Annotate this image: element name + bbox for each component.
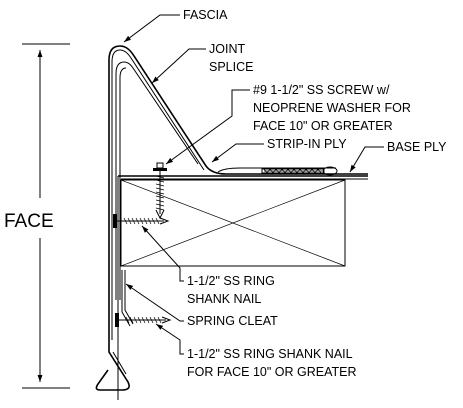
base-ply — [118, 175, 368, 180]
label-base-ply: BASE PLY — [387, 140, 447, 154]
joint-splice — [115, 61, 199, 300]
label-ring-nail-2: SHANK NAIL — [187, 292, 261, 306]
label-ring-nail-10-2: FOR FACE 10" OR GREATER — [187, 365, 357, 379]
label-spring-cleat: SPRING CLEAT — [187, 314, 278, 328]
label-strip-in-ply: STRIP-IN PLY — [267, 137, 347, 151]
ring-shank-nail-upper — [113, 214, 170, 228]
wood-blocking — [120, 179, 346, 267]
leader-lines — [123, 14, 384, 355]
ss-screw — [153, 162, 167, 220]
ring-shank-nail-lower — [115, 313, 172, 327]
label-screw-2: NEOPRENE WASHER FOR — [253, 101, 411, 115]
label-ring-nail-1: 1-1/2" SS RING — [187, 274, 275, 288]
label-screw-1: #9 1-1/2" SS SCREW w/ — [253, 83, 390, 97]
callout-labels: FASCIA JOINT SPLICE #9 1-1/2" SS SCREW w… — [183, 8, 447, 379]
face-label: FACE — [4, 211, 54, 232]
label-fascia: FASCIA — [183, 8, 228, 22]
label-joint-splice-2: SPLICE — [209, 60, 253, 74]
spring-cleat — [121, 270, 134, 327]
label-joint-splice-1: JOINT — [209, 42, 245, 56]
label-ring-nail-10-1: 1-1/2" SS RING SHANK NAIL — [187, 347, 353, 361]
face-dimension: FACE — [4, 43, 70, 389]
strip-in-ply — [217, 166, 338, 176]
label-screw-3: FACE 10" OR GREATER — [253, 119, 393, 133]
fascia-metal — [95, 45, 368, 391]
